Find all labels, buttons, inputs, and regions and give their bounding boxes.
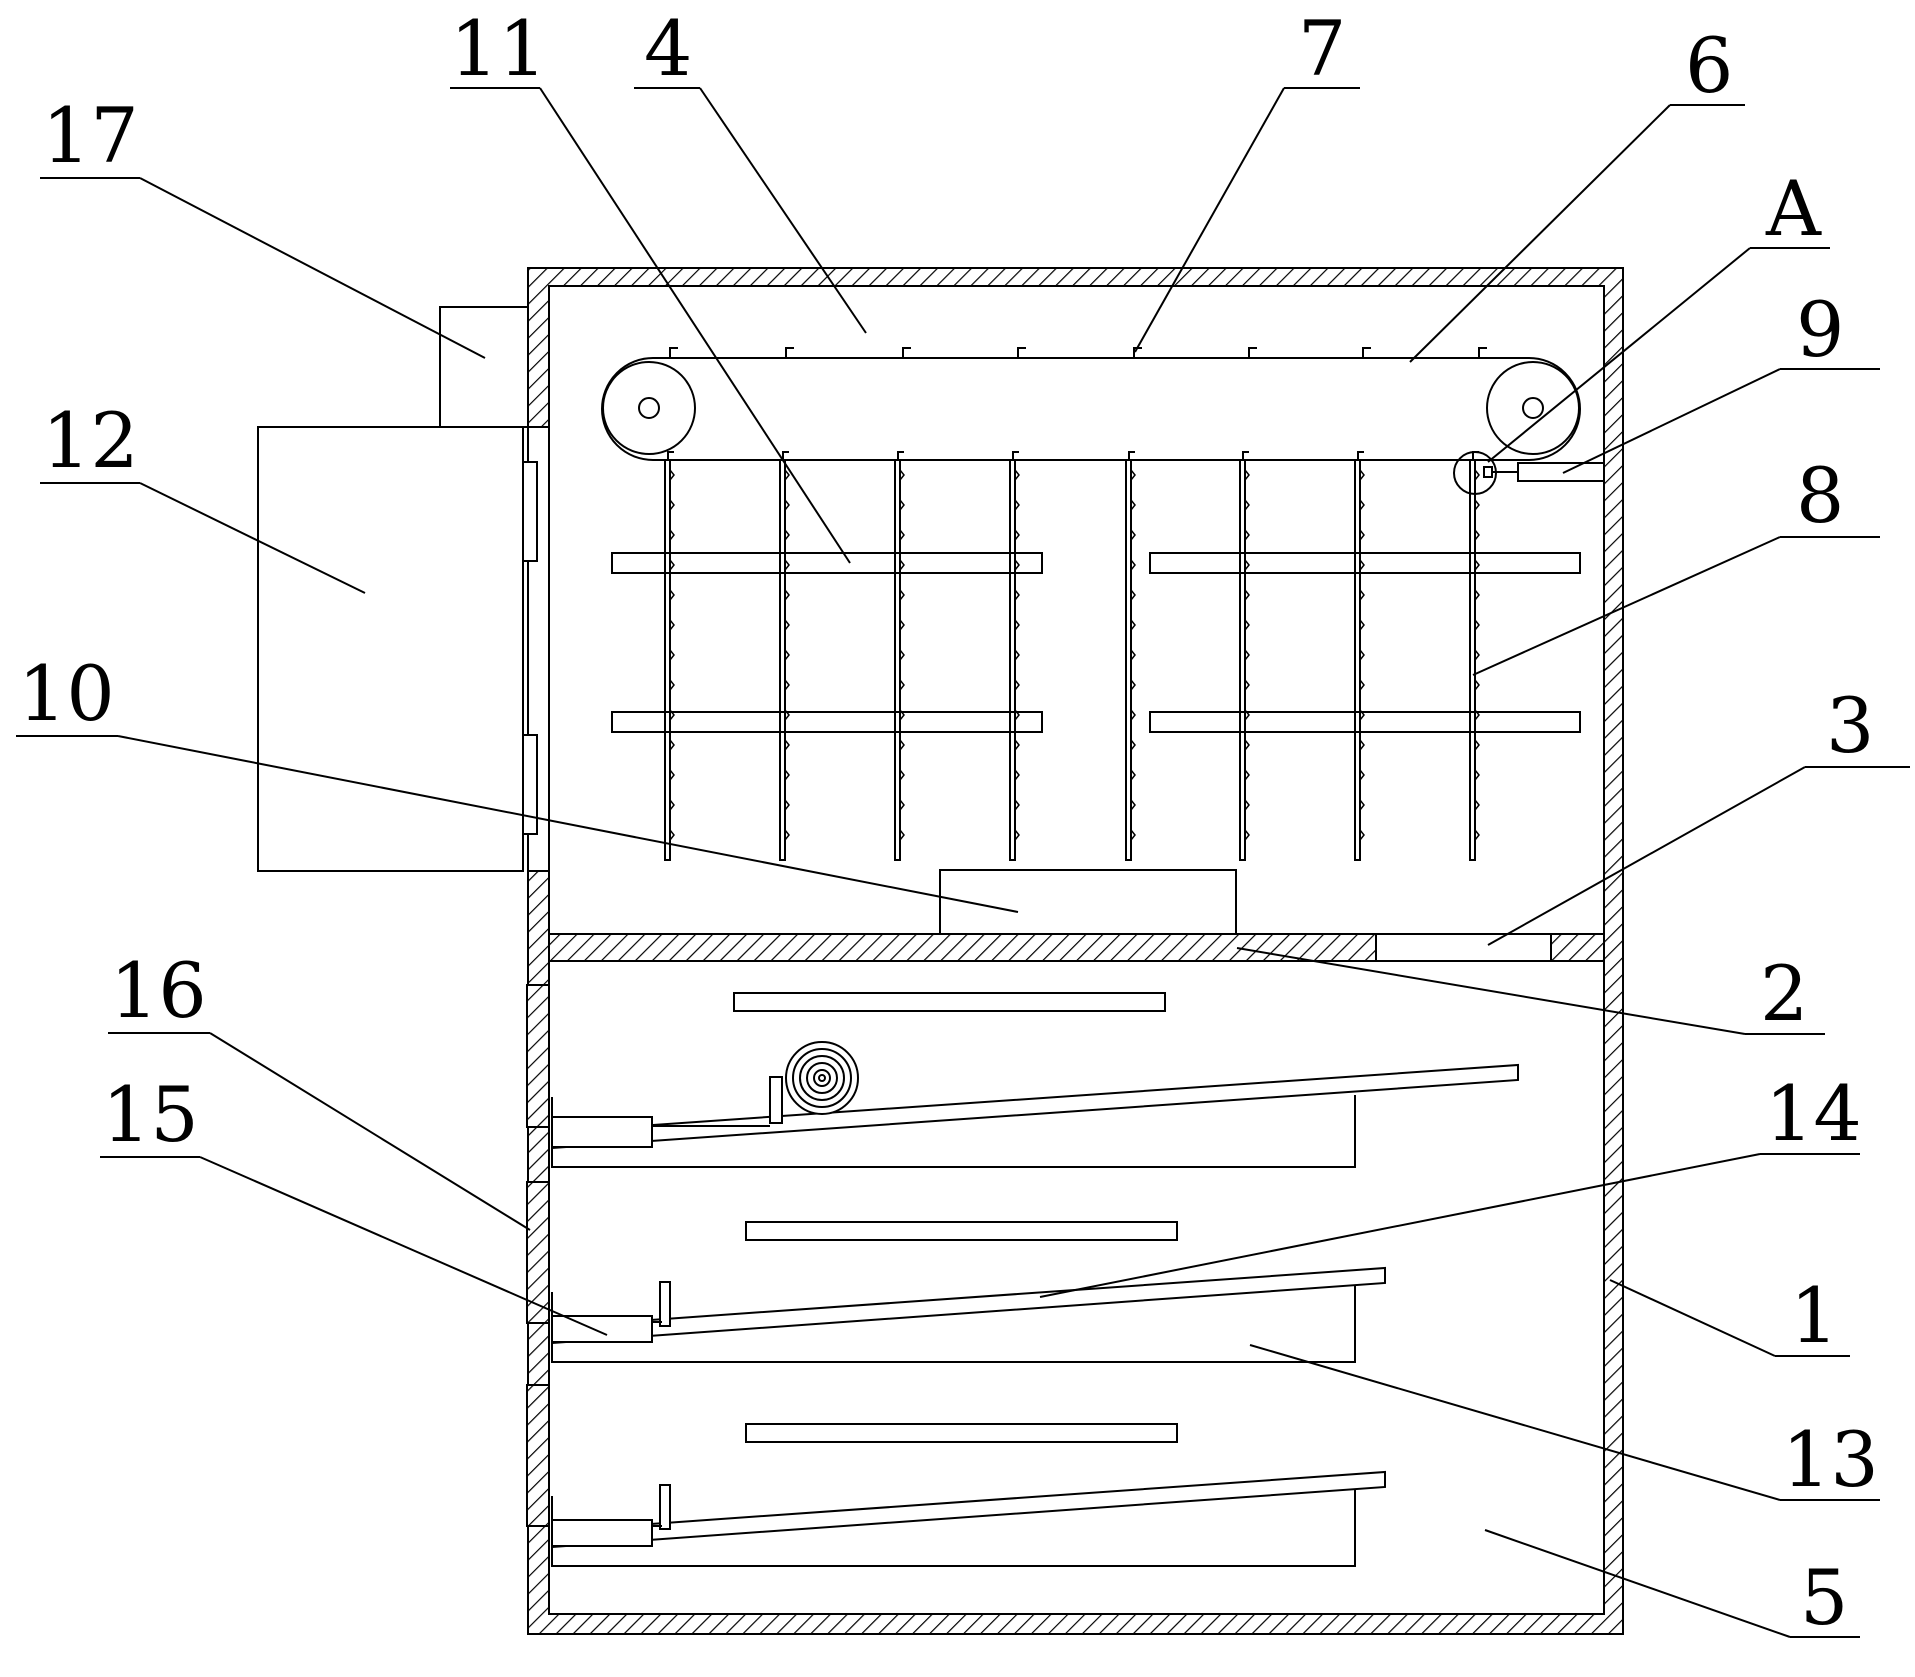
- lower-tray-3: [551, 1423, 1386, 1567]
- label-a: A: [1765, 164, 1822, 253]
- hooks-7: [669, 347, 1487, 358]
- vent-opening-3: [1375, 933, 1552, 962]
- label-8: 8: [1796, 451, 1844, 540]
- label-7: 7: [1298, 4, 1346, 93]
- bars-11: [611, 552, 1581, 733]
- label-13: 13: [1782, 1415, 1879, 1504]
- unit-17: [439, 306, 529, 428]
- label-17: 17: [42, 91, 139, 180]
- hanging-rods-8: [664, 451, 1480, 861]
- sensor-9: [1483, 462, 1605, 482]
- label-6: 6: [1685, 21, 1733, 110]
- conveyor-belt-6: [601, 357, 1581, 461]
- label-5: 5: [1800, 1553, 1848, 1642]
- label-11: 11: [450, 4, 547, 93]
- label-16: 16: [110, 946, 207, 1035]
- label-1: 1: [1790, 1271, 1838, 1360]
- callout-labels: 17 12 10 16 15 11 4 7 6 A 9 8 3 2 14 1 1…: [18, 4, 1879, 1642]
- housing-1: [527, 267, 1624, 1635]
- controller-10: [939, 869, 1237, 935]
- label-2: 2: [1760, 949, 1808, 1038]
- hinge-lower: [522, 734, 538, 835]
- label-9: 9: [1796, 285, 1844, 374]
- label-14: 14: [1765, 1069, 1862, 1158]
- hinge-upper: [522, 461, 538, 562]
- box-12: [257, 426, 524, 872]
- label-3: 3: [1826, 681, 1874, 770]
- roller-icon: [785, 1041, 859, 1115]
- label-12: 12: [42, 396, 139, 485]
- label-4: 4: [644, 4, 692, 93]
- lower-tray-1: [551, 992, 1519, 1168]
- label-10: 10: [18, 649, 115, 738]
- label-15: 15: [102, 1070, 199, 1159]
- door-16: [526, 984, 550, 1527]
- leader-lines: [16, 87, 1910, 1638]
- lower-tray-2: [551, 1221, 1386, 1363]
